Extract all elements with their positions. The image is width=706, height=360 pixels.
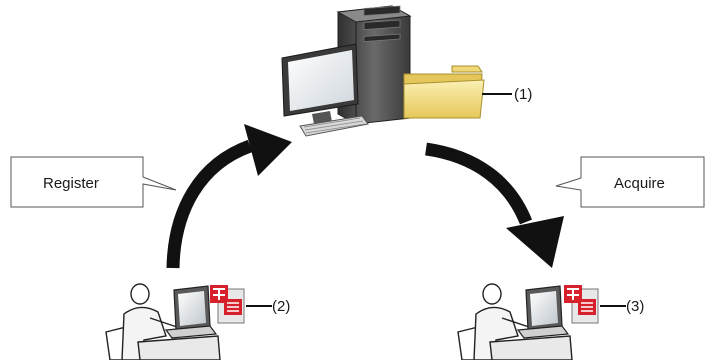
shared-folder-icon bbox=[403, 65, 485, 119]
register-callout bbox=[10, 156, 177, 208]
server-computer-icon bbox=[281, 5, 412, 137]
register-arrow bbox=[166, 124, 292, 269]
label-2: (2) bbox=[272, 298, 290, 315]
label-3: (3) bbox=[626, 298, 644, 315]
project-file-icon bbox=[210, 285, 245, 324]
acquire-callout bbox=[555, 156, 705, 208]
acquire-arrow bbox=[425, 142, 564, 268]
receiver-user-icon bbox=[457, 283, 573, 360]
acquire-label: Acquire bbox=[614, 175, 665, 192]
project-file-icon bbox=[564, 285, 599, 324]
label-1: (1) bbox=[514, 86, 532, 103]
register-label: Register bbox=[43, 175, 99, 192]
sender-user-icon bbox=[105, 283, 221, 360]
